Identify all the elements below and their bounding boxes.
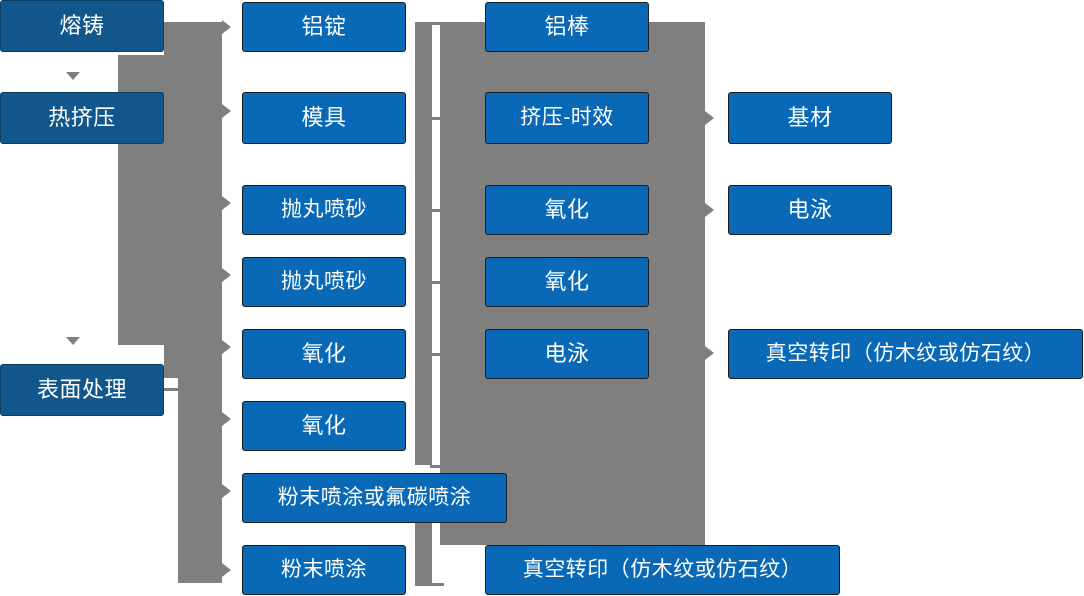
arrow-to-substrate [705, 111, 714, 125]
proc-label-aluminum-bar: 铝棒 [544, 14, 590, 40]
arrow-to-final-electrophoresis [705, 203, 714, 217]
mid-box-oxidation-2[interactable]: 氧化 [242, 401, 406, 451]
proc-box-oxidation-2[interactable]: 氧化 [485, 257, 649, 307]
connector-tick-2 [430, 117, 444, 120]
arrow-to-oxidation-mid-1 [222, 340, 231, 354]
arrow-to-powder-or-fluorocarbon [222, 484, 231, 498]
proc-box-vacuum-transfer[interactable]: 真空转印（仿木纹或仿石纹） [485, 545, 840, 595]
final-label-substrate: 基材 [787, 105, 833, 131]
connector-left-fan-lower [178, 345, 222, 583]
proc-box-extrude-aging[interactable]: 挤压-时效 [485, 92, 649, 144]
mid-box-aluminum-ingot[interactable]: 铝锭 [242, 2, 406, 52]
mid-label-shot-blast-1: 抛丸喷砂 [281, 197, 367, 221]
arrow-down-extrude-to-surface [66, 337, 80, 345]
proc-label-electrophoresis: 电泳 [544, 341, 590, 367]
arrow-to-aluminum-ingot [222, 20, 231, 34]
stage-box-surface-treatment[interactable]: 表面处理 [0, 364, 164, 416]
mid-label-shot-blast-2: 抛丸喷砂 [281, 269, 367, 293]
stage-box-hot-extrude[interactable]: 热挤压 [0, 92, 164, 144]
proc-label-vacuum-transfer: 真空转印（仿木纹或仿石纹） [522, 557, 803, 581]
mid-label-oxidation-2: 氧化 [301, 413, 347, 439]
stage-label-melt-cast: 熔铸 [59, 13, 105, 39]
proc-label-extrude-aging: 挤压-时效 [520, 105, 614, 129]
mid-label-powder-coating: 粉末喷涂 [281, 557, 367, 581]
mid-box-mold[interactable]: 模具 [242, 92, 406, 144]
final-box-vacuum-transfer[interactable]: 真空转印（仿木纹或仿石纹） [728, 329, 1083, 379]
proc-box-electrophoresis[interactable]: 电泳 [485, 329, 649, 379]
connector-tick-5 [430, 353, 444, 356]
connector-tick-7 [430, 583, 444, 586]
mid-box-shot-blast-2[interactable]: 抛丸喷砂 [242, 257, 406, 307]
mid-label-aluminum-ingot: 铝锭 [301, 14, 347, 40]
final-label-electrophoresis: 电泳 [787, 197, 833, 223]
stage-label-hot-extrude: 热挤压 [48, 105, 116, 131]
proc-label-oxidation-2: 氧化 [544, 269, 590, 295]
final-box-electrophoresis[interactable]: 电泳 [728, 185, 892, 235]
connector-spine-upper [415, 22, 432, 465]
mid-box-oxidation-1[interactable]: 氧化 [242, 329, 406, 379]
mid-box-powder-or-fluorocarbon[interactable]: 粉末喷涂或氟碳喷涂 [242, 473, 507, 523]
connector-tick-6 [430, 465, 444, 468]
arrow-to-oxidation-mid-2 [222, 412, 231, 426]
connector-tick-3 [430, 209, 444, 212]
arrow-to-shot-blast-1 [222, 196, 231, 210]
arrow-to-mold [222, 104, 231, 118]
proc-label-oxidation-1: 氧化 [544, 197, 590, 223]
mid-label-mold: 模具 [301, 105, 347, 131]
final-box-substrate[interactable]: 基材 [728, 92, 892, 144]
proc-box-aluminum-bar[interactable]: 铝棒 [485, 2, 649, 52]
arrow-to-shot-blast-2 [222, 268, 231, 282]
arrow-down-melt-to-extrude [66, 72, 80, 80]
final-label-vacuum-transfer: 真空转印（仿木纹或仿石纹） [765, 341, 1046, 365]
mid-label-oxidation-1: 氧化 [301, 341, 347, 367]
connector-tick-4 [430, 281, 444, 284]
proc-box-oxidation-1[interactable]: 氧化 [485, 185, 649, 235]
arrow-to-powder-coating [222, 563, 231, 577]
stage-box-melt-cast[interactable]: 熔铸 [0, 0, 164, 52]
stage-label-surface-treatment: 表面处理 [36, 377, 127, 403]
arrow-to-final-vacuum-transfer [705, 346, 714, 360]
mid-box-shot-blast-1[interactable]: 抛丸喷砂 [242, 185, 406, 235]
mid-box-powder-coating[interactable]: 粉末喷涂 [242, 545, 406, 595]
mid-label-powder-or-fluorocarbon: 粉末喷涂或氟碳喷涂 [277, 485, 472, 509]
connector-tick-1 [430, 22, 444, 25]
connector-surface-stem [162, 388, 186, 391]
